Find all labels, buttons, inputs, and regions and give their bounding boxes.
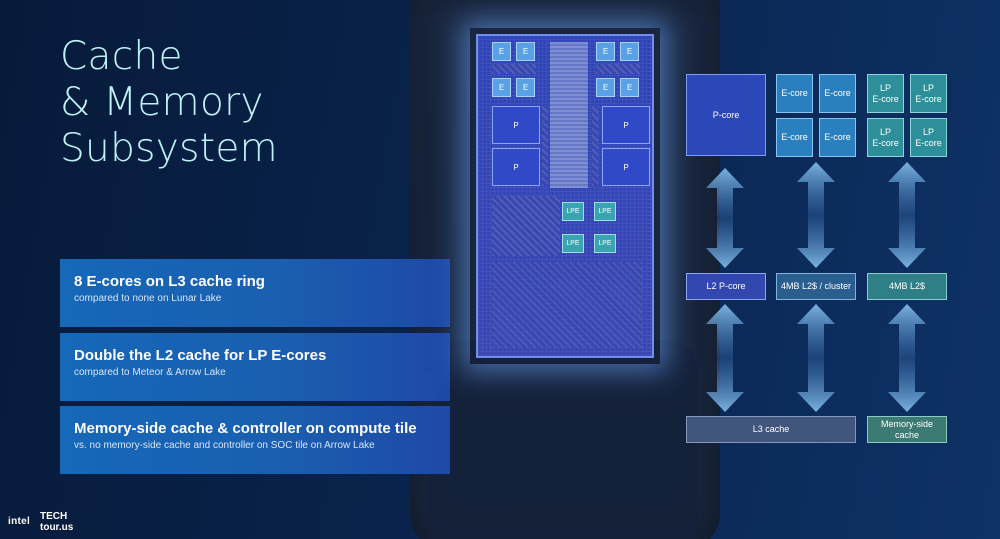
arrow-l2p-l3 — [706, 304, 744, 412]
diagram-e-core: E-core — [819, 118, 856, 157]
diagram-lp-e-core: LP E-core — [867, 74, 904, 113]
callout-subtext: compared to Meteor & Arrow Lake — [74, 367, 226, 378]
die-e-l2 — [596, 64, 640, 74]
lp-label: E-core — [915, 93, 942, 104]
die-lpe-core: LPE — [594, 202, 616, 221]
slide-title: Cache & Memory Subsystem — [60, 34, 380, 172]
die-l3-ring — [550, 42, 588, 188]
die-e-l2 — [492, 64, 536, 74]
background-slab-inner — [428, 340, 698, 539]
tech-tour-logo: TECH tour.us — [40, 511, 73, 533]
die-e-core: E — [492, 42, 511, 61]
die-e-core: E — [492, 78, 511, 97]
intel-logo: intel — [8, 516, 31, 527]
die-e-core: E — [596, 42, 615, 61]
die-lpe-core: LPE — [594, 234, 616, 253]
die-p-core: P — [602, 148, 650, 186]
arrow-lp-l2 — [888, 162, 926, 268]
lp-label: E-core — [872, 93, 899, 104]
die-e-core: E — [516, 42, 535, 61]
lp-label: E-core — [915, 137, 942, 148]
arrow-ecore-l2 — [797, 162, 835, 268]
arrow-l2e-l3 — [797, 304, 835, 412]
lp-label: LP — [922, 126, 934, 137]
tech-logo-line: TECH — [40, 511, 68, 522]
die-e-core: E — [516, 78, 535, 97]
callout-subtext: compared to none on Lunar Lake — [74, 293, 222, 304]
diagram-l2-p-core: L2 P-core — [686, 273, 766, 300]
arrow-l2lp-msc — [888, 304, 926, 412]
callout-e-cores-l3: 8 E-cores on L3 cache ring compared to n… — [60, 259, 450, 327]
callout-memory-side-cache: Memory-side cache & controller on comput… — [60, 406, 450, 474]
die-lpe-core: LPE — [562, 202, 584, 221]
lp-label: LP — [879, 82, 891, 93]
lp-label: LP — [922, 82, 934, 93]
die-memory-side-cache-block — [492, 262, 642, 348]
callout-subtext: vs. no memory-side cache and controller … — [74, 440, 375, 451]
compute-tile-die: E E E E E E E E P P P P LPE LPE LPE LPE — [476, 34, 654, 358]
diagram-l3-cache: L3 cache — [686, 416, 856, 443]
msc-label: Memory-side — [880, 418, 933, 429]
die-p-core: P — [602, 106, 650, 144]
diagram-memory-side-cache: Memory-side cache — [867, 416, 947, 443]
tech-logo-line: tour.us — [40, 522, 74, 533]
diagram-e-core: E-core — [776, 118, 813, 157]
die-lpe-core: LPE — [562, 234, 584, 253]
msc-label: cache — [894, 429, 920, 440]
callout-heading: Memory-side cache & controller on comput… — [74, 420, 417, 437]
die-p-core: P — [492, 148, 540, 186]
diagram-lp-e-core: LP E-core — [910, 118, 947, 157]
diagram-lp-e-core: LP E-core — [867, 118, 904, 157]
arrow-pcore-l2 — [706, 168, 744, 268]
callout-heading: Double the L2 cache for LP E-cores — [74, 347, 327, 364]
diagram-l2-lp: 4MB L2$ — [867, 273, 947, 300]
die-uncore-block — [492, 196, 560, 256]
diagram-lp-e-core: LP E-core — [910, 74, 947, 113]
die-e-core: E — [596, 78, 615, 97]
diagram-e-core: E-core — [776, 74, 813, 113]
callout-heading: 8 E-cores on L3 cache ring — [74, 273, 265, 290]
die-p-l2 — [592, 106, 598, 186]
title-line: & Memory — [60, 80, 264, 125]
title-line: Subsystem — [60, 126, 278, 171]
title-line: Cache — [60, 34, 183, 79]
diagram-p-core: P-core — [686, 74, 766, 156]
callout-l2-lp-ecores: Double the L2 cache for LP E-cores compa… — [60, 333, 450, 401]
die-p-l2 — [542, 106, 548, 186]
diagram-e-core: E-core — [819, 74, 856, 113]
die-e-core: E — [620, 78, 639, 97]
die-p-core: P — [492, 106, 540, 144]
die-e-core: E — [620, 42, 639, 61]
lp-label: E-core — [872, 137, 899, 148]
diagram-l2-e-cluster: 4MB L2$ / cluster — [776, 273, 856, 300]
lp-label: LP — [879, 126, 891, 137]
